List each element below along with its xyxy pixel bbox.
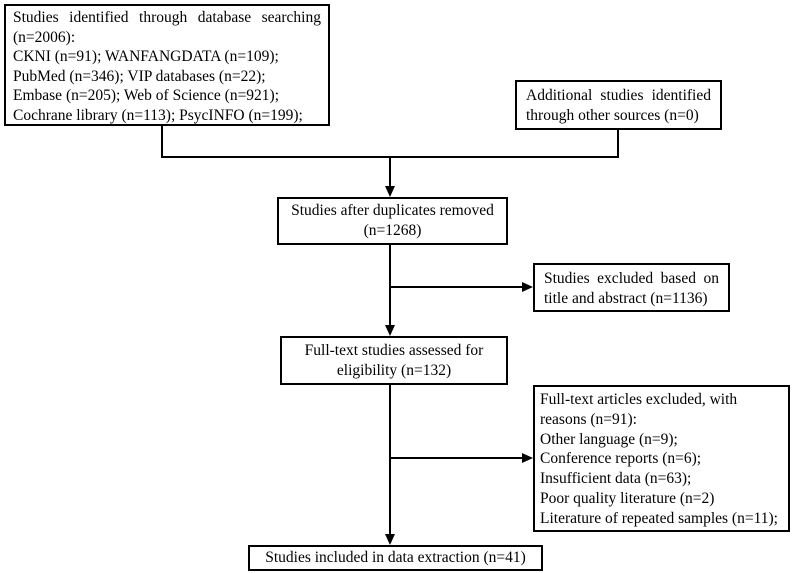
connector-to-fulltext [389, 245, 391, 326]
box-line: Insufficient data (n=63); [540, 470, 692, 488]
box-line: Literature of repeated samples (n=11); [540, 509, 778, 527]
box-line: eligibility (n=132) [336, 362, 452, 379]
box-line: Full-text studies assessed for [304, 342, 484, 359]
connector-other-sources-down [617, 130, 619, 158]
arrowhead-right-icon [522, 282, 533, 292]
box-line: title and abstract (n=1136) [544, 290, 708, 307]
box-included-data-extraction: Studies included in data extraction (n=4… [248, 545, 543, 571]
connector-to-duplicates [389, 156, 391, 187]
box-line: Additional studies identified [526, 87, 711, 104]
box-line: reasons (n=91): [540, 410, 637, 428]
connector-to-included [389, 385, 391, 535]
connector-branch-excluded-title [390, 286, 522, 288]
box-line: Studies included in data extraction (n=4… [265, 549, 526, 566]
arrowhead-down-icon [385, 325, 395, 336]
box-other-sources: Additional studies identified through ot… [515, 80, 722, 130]
box-duplicates-removed: Studies after duplicates removed (n=1268… [277, 197, 508, 245]
connector-branch-excluded-fulltext [390, 457, 522, 459]
box-database-searching: Studies identified through database sear… [4, 4, 330, 126]
arrowhead-down-icon [385, 186, 395, 197]
box-line: (n=1268) [363, 222, 422, 239]
box-line: through other sources (n=0) [526, 107, 699, 124]
arrowhead-down-icon [385, 534, 395, 545]
box-line: Studies excluded based on [544, 270, 719, 287]
arrowhead-right-icon [522, 453, 533, 463]
box-fulltext-excluded-reasons: Full-text articles excluded, with reason… [533, 385, 790, 532]
box-fulltext-eligibility: Full-text studies assessed for eligibili… [280, 336, 508, 385]
box-line: Full-text articles excluded, with [540, 391, 738, 408]
box-line: Embase (n=205); Web of Science (n=921); [13, 87, 280, 104]
box-line: PubMed (n=346); VIP databases (n=22); [13, 67, 266, 85]
box-excluded-title-abstract: Studies excluded based on title and abst… [533, 263, 730, 312]
box-line: CKNI (n=91); WANFANGDATA (n=109); [13, 48, 279, 65]
box-line: Other language (n=9); [540, 430, 678, 448]
box-line: Studies identified through database sear… [13, 9, 321, 26]
box-line: Conference reports (n=6); [540, 450, 702, 468]
box-line: Studies after duplicates removed [291, 202, 494, 219]
box-line: Cochrane library (n=113); PsycINFO (n=19… [13, 106, 303, 124]
box-line: Poor quality literature (n=2) [540, 489, 715, 507]
box-line: (n=2006): [13, 28, 76, 46]
connector-database-down [161, 126, 163, 158]
